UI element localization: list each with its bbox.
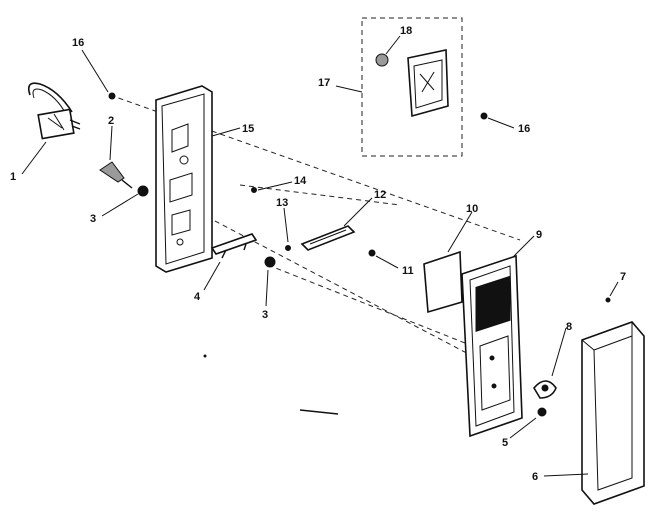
gasket-plate-part <box>423 250 463 314</box>
callout-14: 14 <box>294 175 307 187</box>
callout-13: 13 <box>276 197 288 209</box>
callout-6: 6 <box>532 471 538 483</box>
assembly-line-nut <box>267 264 471 346</box>
assembly-line-lower <box>174 199 481 361</box>
motor-part <box>27 82 81 140</box>
callout-9: 9 <box>536 229 542 241</box>
clip-part <box>605 297 611 303</box>
latch-bar-part <box>300 225 356 251</box>
callout-7: 7 <box>620 271 626 283</box>
outer-frame-part <box>581 321 645 505</box>
callout-4: 4 <box>194 291 201 303</box>
callout-3-upper: 3 <box>90 213 96 225</box>
callout-11: 11 <box>402 265 414 277</box>
screw-16-left <box>108 92 116 100</box>
callout-18: 18 <box>400 25 412 37</box>
callout-1: 1 <box>10 171 16 183</box>
screw-13 <box>285 245 291 251</box>
callout-16-right: 16 <box>518 123 530 135</box>
door-panel-part <box>461 254 523 438</box>
sub-assembly-box <box>361 17 463 157</box>
screw-14 <box>251 187 257 193</box>
screw-11 <box>368 249 376 257</box>
washer-part <box>537 407 547 417</box>
callout-5: 5 <box>502 437 508 449</box>
stray-mark <box>299 409 339 415</box>
screw-16-right <box>480 112 488 120</box>
nut-part-upper <box>137 185 149 197</box>
leader-lines <box>21 35 619 477</box>
callout-3-lower: 3 <box>262 309 268 321</box>
stray-dot <box>203 354 207 358</box>
callout-8: 8 <box>566 321 572 333</box>
housing-panel-part <box>155 85 213 273</box>
callout-2: 2 <box>108 115 114 127</box>
bracket-part <box>210 233 258 259</box>
callout-17: 17 <box>318 77 330 89</box>
callout-15: 15 <box>242 123 254 135</box>
callout-16-left: 16 <box>72 37 84 49</box>
callout-12: 12 <box>374 189 386 201</box>
callout-10: 10 <box>466 203 478 215</box>
sub-assembly-part <box>375 49 449 118</box>
screw-part <box>99 161 133 189</box>
nut-part-lower <box>264 256 276 268</box>
